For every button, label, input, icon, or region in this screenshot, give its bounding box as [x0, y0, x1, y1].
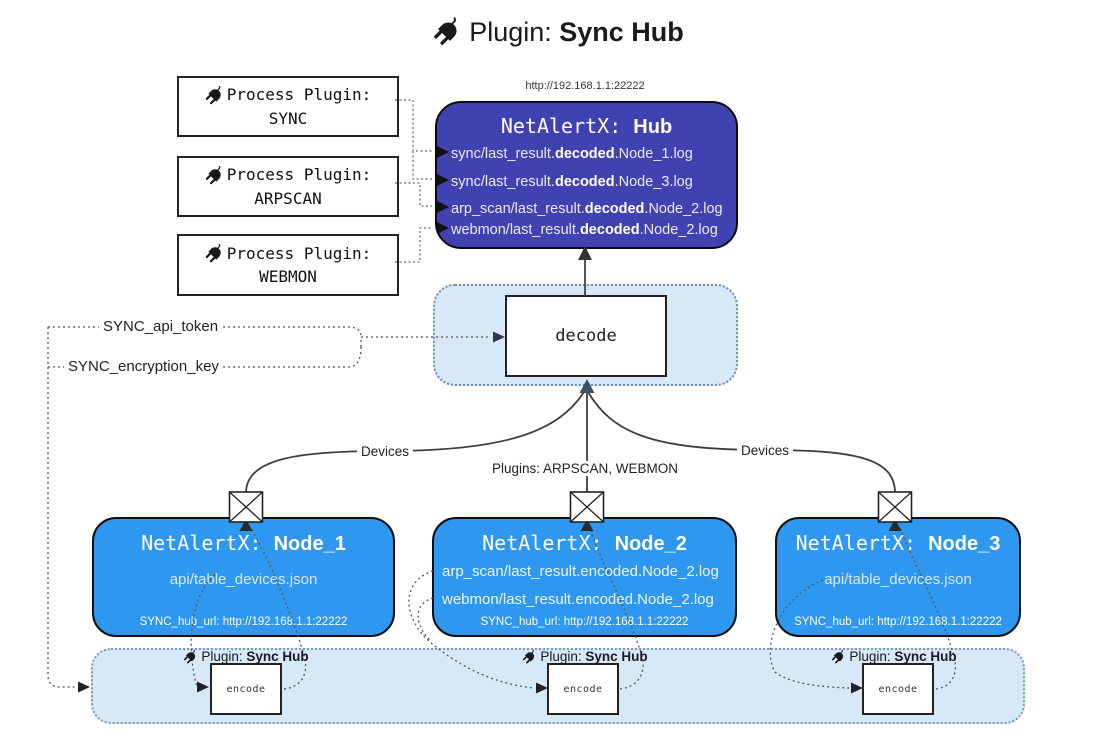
node-footer: SYNC_hub_url: http://192.168.1.1:22222	[794, 616, 1002, 628]
process-plugin-box-sync: Process Plugin: SYNC	[177, 76, 399, 137]
node-3-box: NetAlertX: Node_3 api/table_devices.json…	[775, 517, 1021, 637]
encode-box: encode	[862, 663, 934, 715]
strip-in-arrowhead	[78, 681, 90, 693]
hub-log-row: webmon/last_result.decoded.Node_2.log	[451, 222, 718, 238]
hub-box: NetAlertX: Hub sync/last_result.decoded.…	[435, 101, 738, 249]
encoder-label: Plugin: Sync Hub	[182, 648, 309, 665]
process-plugin-name: WEBMON	[259, 267, 317, 286]
node-to-decode-curves	[245, 391, 896, 494]
process-plugin-label: Process Plugin:	[226, 165, 372, 185]
process-plugin-label: Process Plugin:	[226, 243, 372, 263]
node-1-box: NetAlertX: Node_1 api/table_devices.json…	[92, 517, 395, 637]
process-plugin-name: SYNC	[268, 108, 308, 128]
node-row: api/table_devices.json	[169, 571, 318, 588]
node-title: NetAlertX: Node_2	[482, 531, 687, 555]
node-row: webmon/last_result.encoded.Node_2.log	[442, 591, 714, 608]
encoder-label: Plugin: Sync Hub	[830, 648, 957, 665]
encode-box: encode	[210, 663, 282, 715]
node-title: NetAlertX: Node_1	[141, 531, 346, 555]
plug-icon	[521, 648, 539, 665]
node-row: api/table_devices.json	[824, 571, 972, 588]
hub-log-row: sync/last_result.decoded.Node_1.log	[451, 146, 693, 162]
process-plugin-box-webmon: Process Plugin: WEBMON	[177, 234, 399, 296]
hub-url-label: http://192.168.1.1:22222	[525, 80, 645, 92]
encode-box: encode	[547, 663, 619, 715]
devices-left-label: Devices	[356, 444, 414, 459]
process-plugin-name: ARPSCAN	[254, 188, 322, 208]
hub-log-row: arp_scan/last_result.decoded.Node_2.log	[451, 201, 723, 217]
page-title: Plugin: Sync Hub	[0, 14, 1117, 48]
plug-icon	[204, 84, 225, 105]
process-plugin-box-arpscan: Process Plugin: ARPSCAN	[177, 156, 399, 217]
plugin-to-hub-links	[395, 99, 432, 263]
title-prefix: Plugin:	[469, 17, 560, 47]
decode-box: decode	[505, 295, 667, 377]
plug-icon	[204, 164, 225, 185]
sync-encryption-key-label: SYNC_encryption_key	[64, 358, 223, 375]
node-row: arp_scan/last_result.encoded.Node_2.log	[442, 563, 719, 580]
node-footer: SYNC_hub_url: http://192.168.1.1:22222	[139, 616, 348, 628]
hub-title: NetAlertX: Hub	[500, 114, 673, 138]
node-title: NetAlertX: Node_3	[795, 531, 1001, 555]
sync-api-token-label: SYNC_api_token	[99, 318, 223, 335]
plugins-mid-label: Plugins: ARPSCAN, WEBMON	[487, 461, 683, 476]
plug-icon	[182, 648, 200, 665]
plug-icon	[830, 648, 848, 665]
node-2-box: NetAlertX: Node_2 arp_scan/last_result.e…	[432, 517, 737, 637]
plug-icon	[204, 243, 225, 264]
encoder-label: Plugin: Sync Hub	[521, 648, 648, 665]
process-plugin-label: Process Plugin:	[226, 85, 372, 105]
node-footer: SYNC_hub_url: http://192.168.1.1:22222	[480, 616, 689, 628]
hub-log-row: sync/last_result.decoded.Node_3.log	[451, 174, 693, 190]
plug-icon	[432, 14, 465, 48]
title-bold: Sync Hub	[559, 17, 684, 47]
devices-right-label: Devices	[736, 443, 794, 458]
